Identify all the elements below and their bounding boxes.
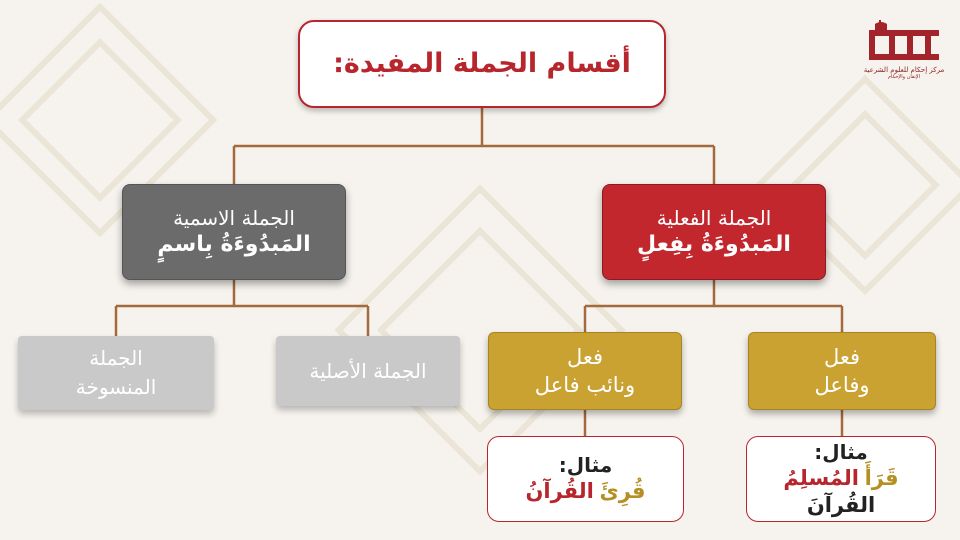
- example-object: القُرآنَ: [806, 493, 876, 517]
- gold-box-line1: فعل: [566, 344, 604, 369]
- logo-tagline: الإتقان والإحكام: [887, 74, 921, 80]
- example-object: القُرآنُ: [525, 479, 594, 504]
- gold-box-line2: ونائب فاعل: [534, 373, 636, 397]
- ihkam-logo: مركز إحكام للعلوم الشرعية الإتقان والإحك…: [862, 20, 946, 96]
- grey-box-line2: المنسوخة: [75, 375, 157, 399]
- example-label: مثال:: [558, 453, 613, 478]
- nominal-sentence-box: الجملة الاسمية المَبدُوءَةُ بِاسمٍ: [122, 184, 346, 280]
- verb-subject-box: فعل وفاعل: [748, 332, 936, 410]
- example-box-passive: مثال: قُرِئَ القُرآنُ: [487, 436, 684, 522]
- verbal-sentence-label: الجملة الفعلية: [656, 205, 772, 230]
- abrogated-sentence-box: الجملة المنسوخة: [18, 336, 214, 410]
- verbal-sentence-box: الجملة الفعلية المَبدُوءَةُ بِفِعلٍ: [602, 184, 826, 280]
- gold-box-line2: وفاعل: [814, 373, 870, 397]
- example-box-active: مثال: قَرَأَ المُسلِمُ القُرآنَ: [746, 436, 936, 522]
- diagram-title-box: أقسام الجملة المفيدة:: [298, 20, 666, 108]
- example-verb: قُرِئَ: [599, 479, 646, 504]
- logo-mark-icon: [869, 20, 939, 60]
- example-sentence: قَرَأَ المُسلِمُ: [783, 465, 898, 492]
- logo-subtitle: مركز إحكام للعلوم الشرعية: [863, 66, 945, 74]
- verb-passive-subject-box: فعل ونائب فاعل: [488, 332, 682, 410]
- diagram-title: أقسام الجملة المفيدة:: [333, 48, 631, 80]
- grey-box-line1: الجملة الأصلية: [309, 358, 427, 383]
- grey-box-line1: الجملة: [89, 346, 143, 370]
- example-sentence: قُرِئَ القُرآنُ: [525, 478, 645, 505]
- example-subject: المُسلِمُ: [783, 465, 859, 490]
- gold-box-line1: فعل: [823, 344, 861, 369]
- example-verb: قَرَأَ: [864, 465, 899, 490]
- nominal-sentence-label: الجملة الاسمية: [173, 205, 295, 230]
- verbal-sentence-definition: المَبدُوءَةُ بِفِعلٍ: [637, 231, 791, 257]
- original-sentence-box: الجملة الأصلية: [276, 336, 460, 406]
- nominal-sentence-definition: المَبدُوءَةُ بِاسمٍ: [157, 231, 311, 257]
- example-label: مثال:: [814, 439, 868, 464]
